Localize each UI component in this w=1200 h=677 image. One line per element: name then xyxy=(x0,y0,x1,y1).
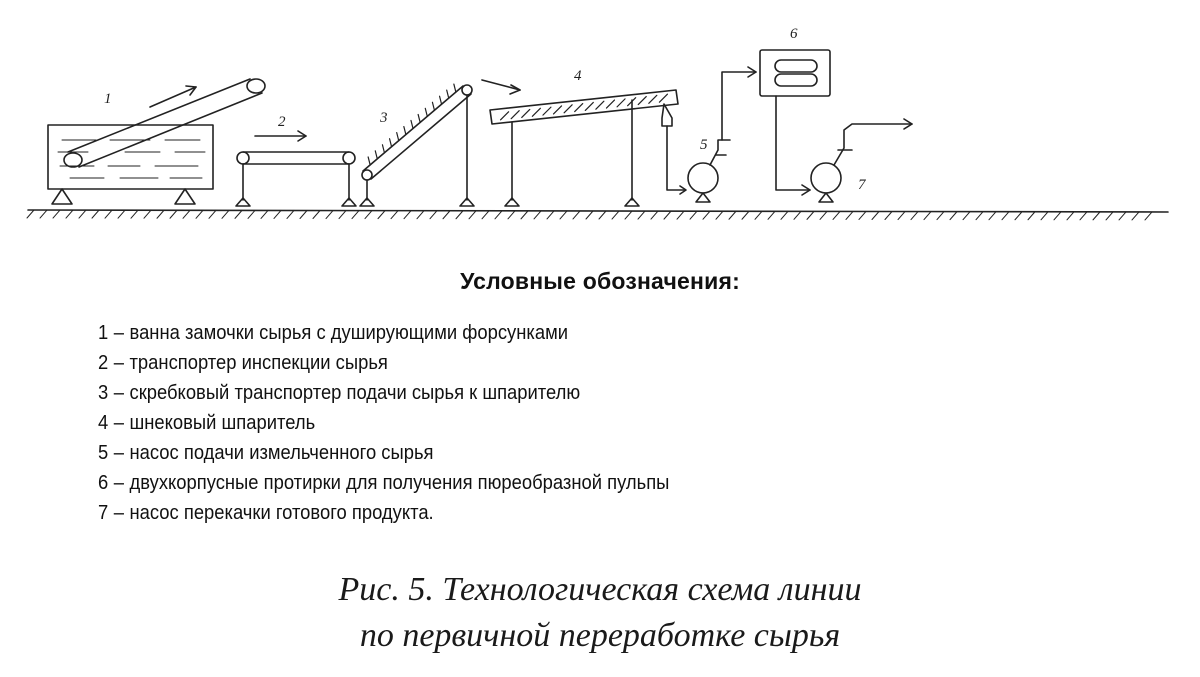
legend-item-number: 2 xyxy=(98,352,109,374)
legend-title: Условные обозначения: xyxy=(460,268,740,294)
legend-separator: – xyxy=(113,322,124,344)
diagram-label-2: 2 xyxy=(278,114,286,130)
legend-item-text: двухкорпусные протирки для получения пюр… xyxy=(129,472,670,494)
legend-item-text: шнековый шпаритель xyxy=(129,412,316,434)
diagram-label-4: 4 xyxy=(574,68,582,84)
diagram-label-6: 6 xyxy=(790,26,798,42)
legend-item-number: 4 xyxy=(98,412,109,434)
legend-item: 2–транспортер инспекции сырья xyxy=(98,348,669,378)
legend-item: 4–шнековый шпаритель xyxy=(98,408,669,438)
legend-item-number: 3 xyxy=(98,382,109,404)
legend-separator: – xyxy=(113,472,124,494)
feed-pump-equipment xyxy=(679,66,757,203)
legend-item-text: насос подачи измельченного сырья xyxy=(129,442,434,464)
legend-item-number: 6 xyxy=(98,472,109,494)
legend-separator: – xyxy=(113,382,124,404)
legend-item-number: 5 xyxy=(98,442,109,464)
legend-separator: – xyxy=(113,502,124,524)
legend-item-number: 7 xyxy=(98,502,109,524)
process-flow-diagram: 1 2 3 4 5 6 7 xyxy=(26,26,1169,221)
ground-line xyxy=(26,209,1169,221)
legend-item-number: 1 xyxy=(98,322,109,344)
legend-item: 7–насос перекачки готового продукта. xyxy=(98,498,669,528)
legend-separator: – xyxy=(113,412,124,434)
screw-scalder-equipment xyxy=(481,79,685,207)
legend-separator: – xyxy=(113,442,124,464)
figure-caption-line-2: по первичной переработке сырья xyxy=(359,617,841,654)
legend-separator: – xyxy=(113,352,124,374)
legend-item-text: скребковый транспортер подачи сырья к шп… xyxy=(129,382,581,404)
product-pump-equipment xyxy=(810,118,913,203)
soaking-tank-equipment xyxy=(47,78,266,205)
diagram-label-1: 1 xyxy=(104,91,112,107)
scraper-conveyor-equipment xyxy=(359,83,475,207)
legend-item-text: ванна замочки сырья с душирующими форсун… xyxy=(129,322,569,344)
legend-list: 1–ванна замочки сырья с душирующими форс… xyxy=(98,318,719,528)
twin-wiper-equipment xyxy=(759,49,831,196)
legend-item: 3–скребковый транспортер подачи сырья к … xyxy=(98,378,669,408)
legend-item: 1–ванна замочки сырья с душирующими форс… xyxy=(98,318,669,348)
legend-item-text: насос перекачки готового продукта. xyxy=(129,502,434,524)
legend-item-text: транспортер инспекции сырья xyxy=(129,352,388,374)
legend-item: 5–насос подачи измельченного сырья xyxy=(98,438,669,468)
inspection-conveyor-equipment xyxy=(235,130,357,207)
diagram-label-5: 5 xyxy=(700,137,708,153)
figure-caption-line-1: Рис. 5. Технологическая схема линии xyxy=(338,571,862,608)
legend-item: 6–двухкорпусные протирки для получения п… xyxy=(98,468,669,498)
diagram-label-7: 7 xyxy=(858,177,867,193)
diagram-label-3: 3 xyxy=(379,110,388,126)
